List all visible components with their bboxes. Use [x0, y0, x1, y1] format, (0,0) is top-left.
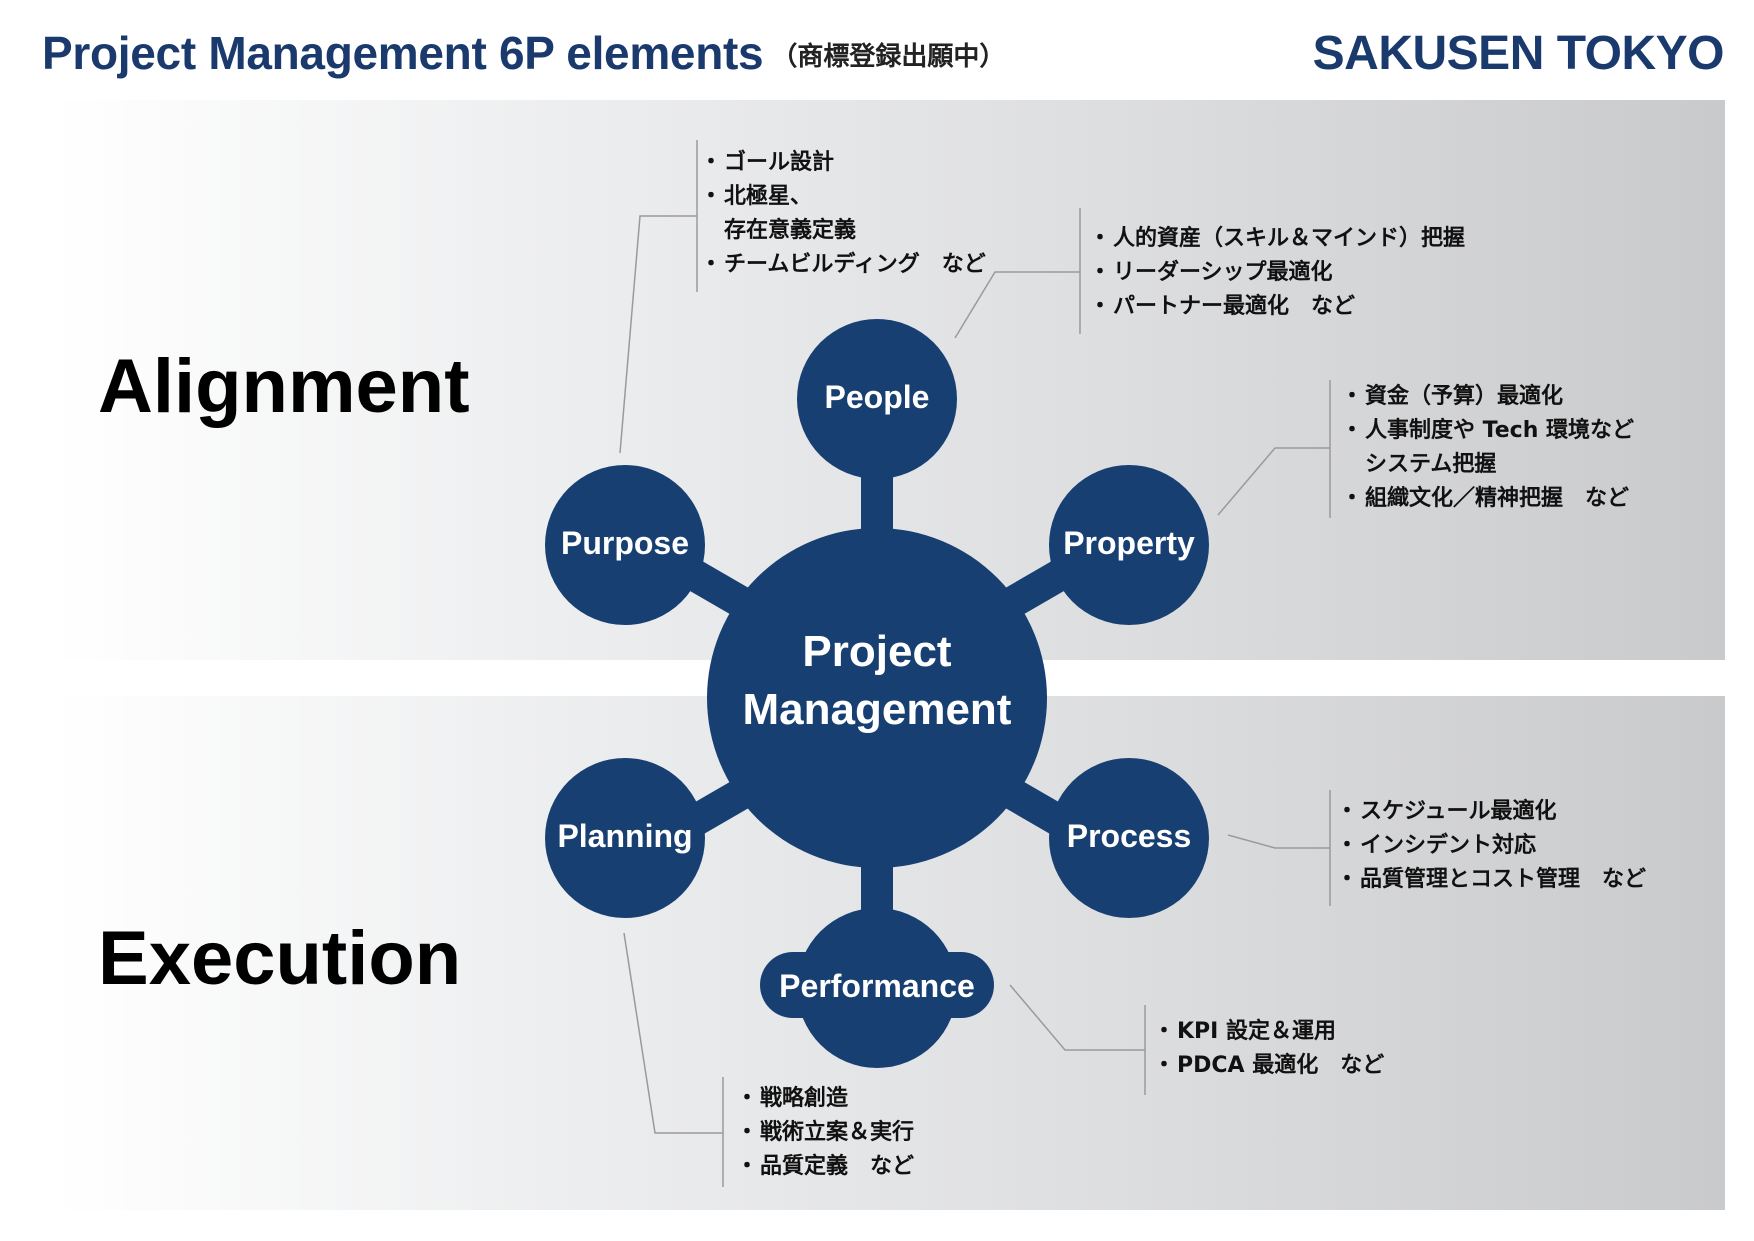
node-purpose [545, 465, 705, 625]
detail-item: 人事制度や Tech 環境など [1341, 414, 1634, 448]
detail-item: 資金（予算）最適化 [1341, 380, 1634, 414]
details-planning: 戦略創造 戦術立案＆実行 品質定義 など [736, 1082, 914, 1184]
detail-item-continuation: 存在意義定義 [724, 218, 857, 243]
node-purpose-label: Purpose [561, 525, 689, 561]
detail-item: チームビルディング など [700, 248, 986, 282]
node-property-label: Property [1063, 525, 1195, 561]
node-planning-label: Planning [557, 818, 692, 854]
detail-item-continuation: システム把握 [1365, 452, 1497, 477]
trademark-note: （商標登録出願中） [771, 42, 1006, 72]
detail-item: 人的資産（スキル＆マインド）把握 [1089, 222, 1465, 256]
leader-property [1217, 447, 1330, 516]
details-property: 資金（予算）最適化 人事制度や Tech 環境など システム把握 組織文化／精神… [1341, 380, 1634, 516]
detail-item: リーダーシップ最適化 [1089, 256, 1465, 290]
leader-people [954, 271, 1080, 339]
leader-process [1227, 834, 1330, 849]
leader-planning [623, 932, 723, 1134]
detail-item: 品質定義 など [736, 1150, 914, 1184]
detail-item: 北極星、 [700, 180, 986, 214]
brand-logo: SAKUSEN TOKYO [1312, 27, 1725, 80]
detail-item: パートナー最適化 など [1089, 290, 1465, 324]
detail-item: ゴール設計 [700, 146, 986, 180]
details-performance: KPI 設定＆運用 PDCA 最適化 など [1153, 1015, 1384, 1083]
details-process: スケジュール最適化 インシデント対応 品質管理とコスト管理 など [1336, 795, 1646, 897]
node-people [797, 319, 957, 479]
leader-performance [1009, 984, 1145, 1051]
hub-label-line1: Project [802, 627, 952, 676]
node-property [1049, 465, 1209, 625]
hub-label-line2: Management [743, 685, 1012, 734]
detail-item: 組織文化／精神把握 など [1341, 482, 1634, 516]
details-people: 人的資産（スキル＆マインド）把握 リーダーシップ最適化 パートナー最適化 など [1089, 222, 1465, 324]
section-label-execution: Execution [98, 916, 462, 1001]
node-performance-label: Performance [779, 968, 975, 1004]
node-performance-pill [760, 952, 994, 1018]
section-label-alignment: Alignment [98, 344, 470, 429]
node-process-label: Process [1067, 818, 1192, 854]
detail-item: 品質管理とコスト管理 など [1336, 863, 1646, 897]
page-title: Project Management 6P elements（商標登録出願中） [42, 26, 1005, 80]
detail-item: KPI 設定＆運用 [1153, 1015, 1384, 1049]
leader-purpose [619, 215, 697, 454]
node-people-label: People [825, 379, 930, 415]
leader-lines [619, 140, 1331, 1187]
page-title-text: Project Management 6P elements [42, 27, 764, 79]
node-process [1049, 758, 1209, 918]
details-purpose: ゴール設計 北極星、 存在意義定義 チームビルディング など [700, 146, 986, 282]
detail-item: スケジュール最適化 [1336, 795, 1646, 829]
detail-item: 戦略創造 [736, 1082, 914, 1116]
hub-circle [707, 528, 1047, 868]
detail-item: 戦術立案＆実行 [736, 1116, 914, 1150]
node-planning [545, 758, 705, 918]
detail-item: インシデント対応 [1336, 829, 1646, 863]
detail-item: PDCA 最適化 など [1153, 1049, 1384, 1083]
